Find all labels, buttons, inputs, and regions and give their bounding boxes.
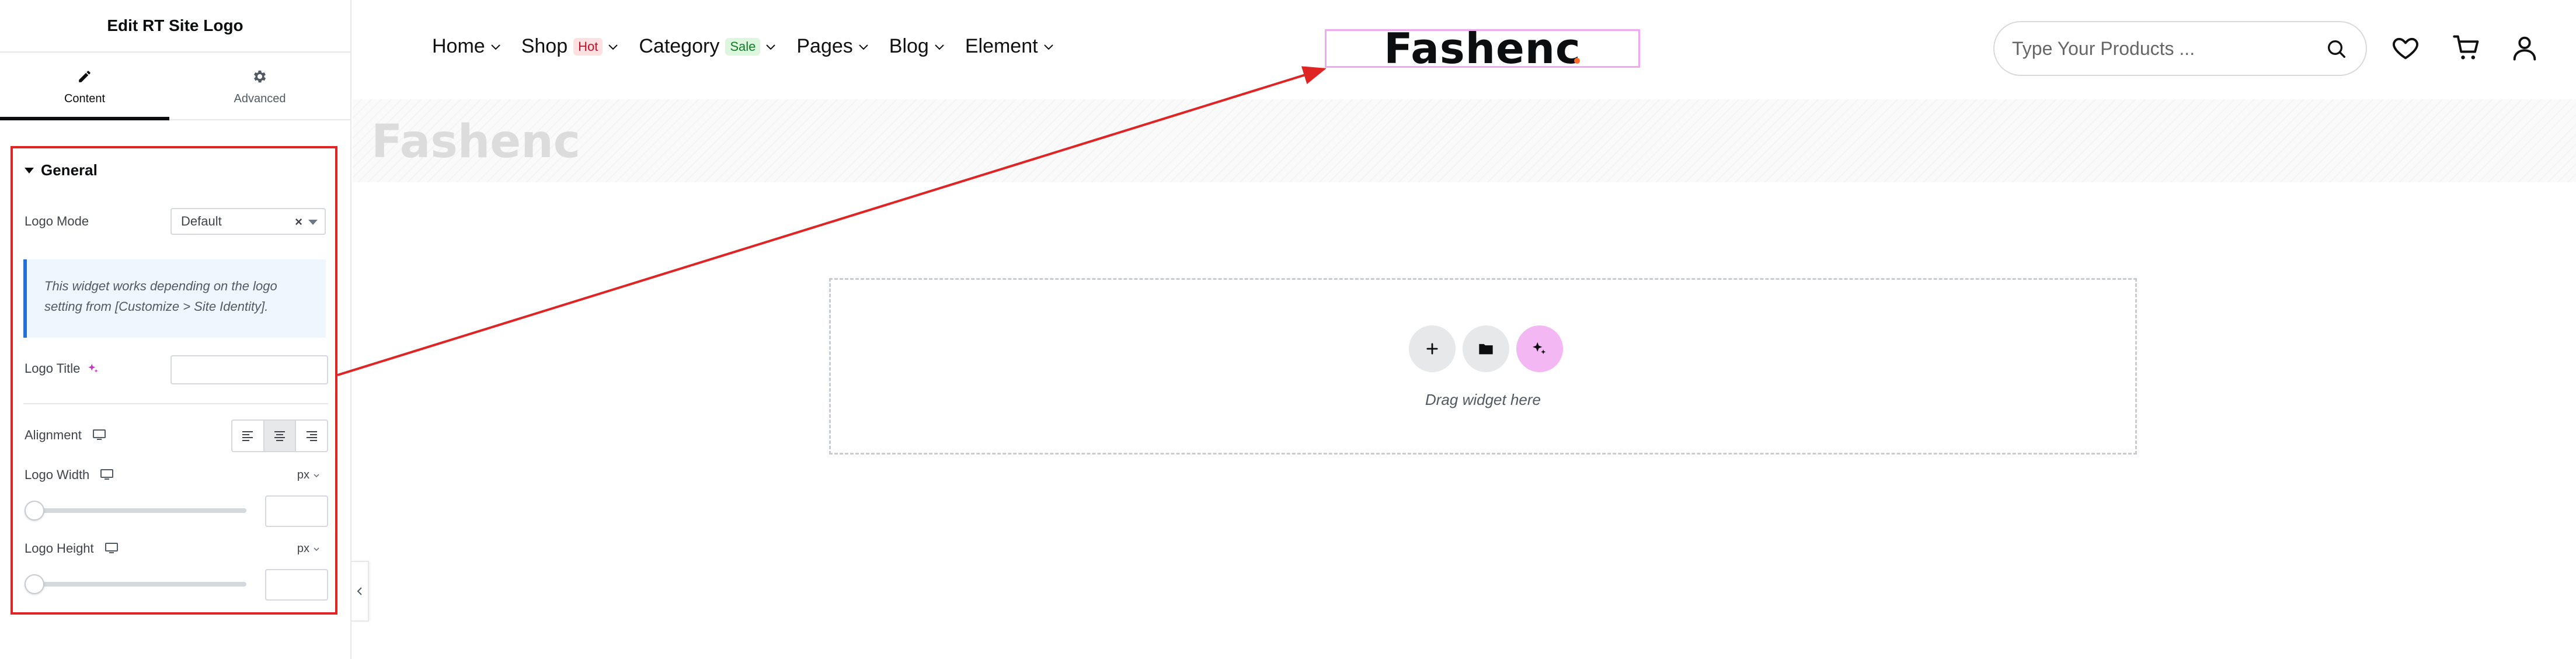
general-section: General Logo Mode Default × This widget … (11, 146, 337, 615)
logo-width-label-text: Logo Width (25, 467, 90, 482)
logo-height-label-text: Logo Height (25, 541, 94, 556)
align-right-icon (306, 431, 317, 441)
logo-title-label-text: Logo Title (25, 361, 81, 376)
chevron-down-icon (934, 43, 945, 51)
collapse-panel-button[interactable] (351, 561, 369, 622)
panel-title: Edit RT Site Logo (107, 16, 243, 34)
chevron-down-icon (490, 43, 502, 51)
drop-zone-label: Drag widget here (1425, 391, 1541, 408)
logo-width-slider-handle[interactable] (25, 501, 44, 521)
chevron-down-icon (607, 43, 619, 51)
logo-height-slider-handle[interactable] (25, 574, 44, 594)
logo-title-label: Logo Title (25, 361, 100, 376)
alignment-label-text: Alignment (25, 428, 82, 442)
nav-item-label: Element (965, 35, 1038, 57)
chevron-down-icon (1043, 43, 1054, 51)
nav-item-blog[interactable]: Blog (889, 35, 945, 58)
logo-height-input[interactable] (265, 569, 328, 601)
align-left-icon (242, 431, 253, 441)
nav-item-category[interactable]: Category Sale (639, 35, 777, 58)
align-center-icon (274, 431, 285, 441)
logo-height-unit-select[interactable]: px (297, 542, 320, 556)
folder-icon (1479, 344, 1493, 355)
alignment-label: Alignment (25, 428, 106, 443)
search-box (1993, 21, 2367, 76)
align-left-button[interactable] (232, 421, 264, 451)
nav-item-label: Blog (889, 35, 929, 57)
nav-item-label: Category (639, 35, 720, 57)
ai-generate-button[interactable] (1516, 325, 1563, 372)
user-icon[interactable] (2509, 33, 2540, 63)
desktop-icon[interactable] (105, 542, 119, 555)
cart-icon[interactable] (2451, 33, 2483, 63)
nav-item-label: Pages (796, 35, 853, 57)
site-logo-widget[interactable]: Fashenc (1325, 24, 1640, 73)
pencil-icon (76, 68, 93, 85)
nav-item-pages[interactable]: Pages (796, 35, 869, 58)
add-section-button[interactable] (1409, 325, 1456, 372)
align-center-button[interactable] (264, 421, 297, 451)
logo-height-unit: px (297, 542, 309, 555)
chevron-down-icon (313, 473, 320, 478)
site-header: Home Shop Hot Category Sale Pages Blog E… (353, 0, 2576, 99)
chevron-left-icon (357, 587, 362, 595)
dropdown-arrow-icon (308, 220, 318, 225)
logo-title-input[interactable] (170, 355, 328, 384)
chevron-down-icon (765, 43, 777, 51)
add-template-button[interactable] (1463, 325, 1509, 372)
search-input[interactable] (2012, 37, 2316, 60)
divider (23, 403, 328, 404)
plus-icon (1426, 343, 1438, 355)
section-title: General (41, 161, 98, 179)
panel-header: Edit RT Site Logo (0, 0, 350, 53)
chevron-down-icon (858, 43, 869, 51)
general-section-toggle[interactable]: General (25, 161, 98, 179)
widget-drop-zone[interactable]: Drag widget here (829, 278, 2137, 455)
tab-advanced[interactable]: Advanced (175, 54, 344, 119)
desktop-icon[interactable] (100, 469, 114, 481)
tab-content[interactable]: Content (0, 54, 169, 120)
logo-width-input[interactable] (265, 495, 328, 527)
hot-badge: Hot (573, 37, 603, 56)
tab-advanced-label: Advanced (234, 92, 286, 105)
chevron-down-icon (313, 546, 320, 552)
heart-icon[interactable] (2390, 33, 2421, 63)
tab-content-label: Content (64, 92, 106, 105)
nav-item-label: Shop (521, 35, 568, 57)
logo-width-label: Logo Width (25, 467, 114, 483)
logo-mode-label: Logo Mode (25, 214, 89, 228)
page-banner: Fashenc (353, 99, 2576, 182)
logo-mode-select[interactable]: Default × (170, 208, 326, 235)
sale-badge: Sale (725, 37, 761, 56)
logo-width-slider[interactable] (25, 501, 246, 521)
banner-logo: Fashenc (371, 116, 580, 168)
editor-panel: Edit RT Site Logo Content Advanced Gener… (0, 0, 351, 659)
info-notice: This widget works depending on the logo … (23, 259, 326, 338)
ai-sparkle-icon (1533, 342, 1546, 355)
site-logo-text: Fashenc (1384, 24, 1581, 73)
nav-item-shop[interactable]: Shop Hot (521, 35, 619, 58)
logo-height-label: Logo Height (25, 541, 119, 556)
search-icon[interactable] (2325, 37, 2348, 61)
logo-width-unit-select[interactable]: px (297, 469, 320, 482)
main-nav: Home Shop Hot Category Sale Pages Blog E… (432, 35, 1054, 58)
logo-mode-value: Default (181, 214, 222, 228)
site-logo: Fashenc (1384, 24, 1581, 73)
logo-dot (1574, 58, 1580, 64)
nav-item-label: Home (432, 35, 485, 57)
nav-item-element[interactable]: Element (965, 35, 1054, 58)
panel-tabs: Content Advanced (0, 54, 350, 120)
caret-down-icon (25, 167, 34, 174)
alignment-control (231, 419, 328, 452)
logo-width-unit: px (297, 469, 309, 481)
ai-sparkle-icon[interactable] (87, 362, 100, 375)
gear-icon (251, 68, 269, 85)
logo-height-slider[interactable] (25, 574, 246, 594)
drop-zone-actions (1409, 325, 1563, 372)
nav-item-home[interactable]: Home (432, 35, 502, 58)
align-right-button[interactable] (296, 421, 327, 451)
clear-icon[interactable]: × (295, 214, 302, 229)
desktop-icon[interactable] (92, 429, 106, 442)
